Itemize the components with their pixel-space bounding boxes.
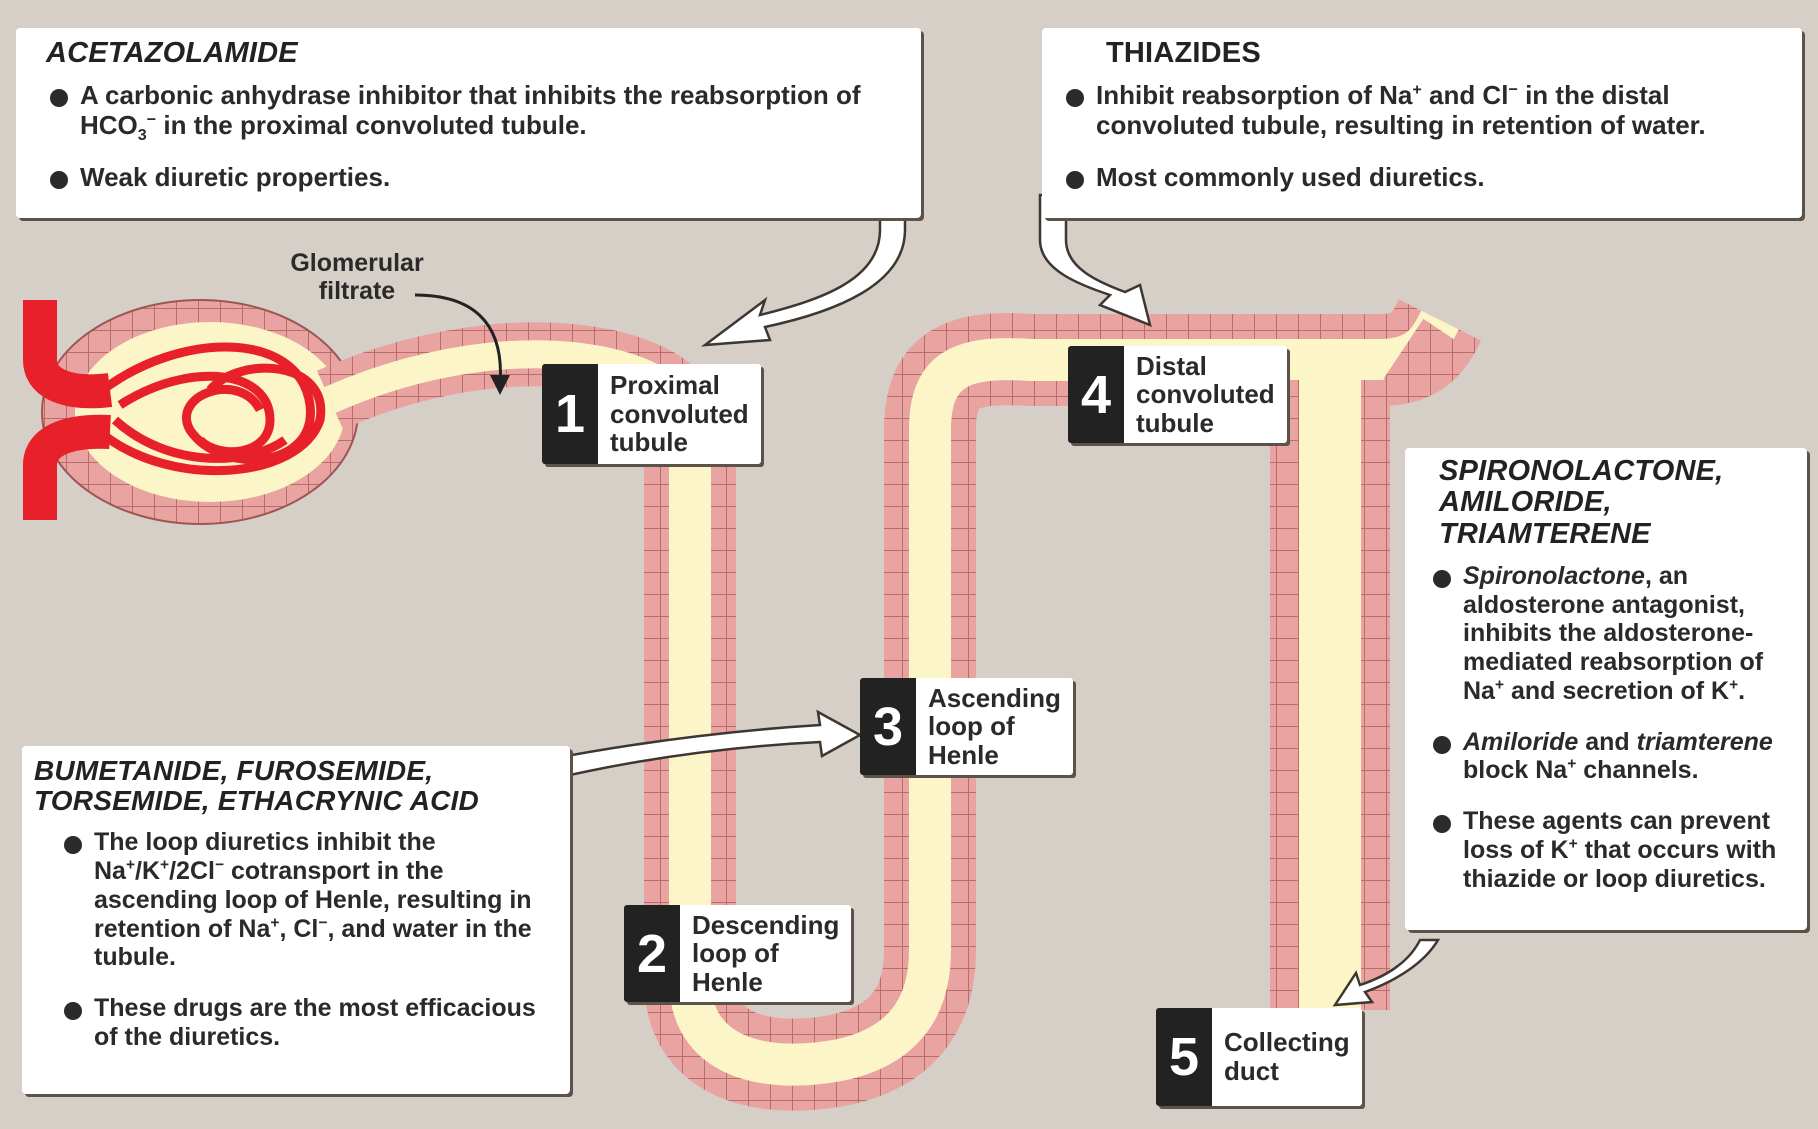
thiazides-bullet-text-2: and Cl xyxy=(1422,80,1509,110)
bullet-dot-icon xyxy=(50,89,68,107)
superscript-minus: − xyxy=(1508,81,1517,99)
segment-number: 1 xyxy=(542,364,598,464)
acetazolamide-bullet-weak: Weak diuretic properties. xyxy=(46,163,901,193)
thiazides-bullet2-text: Most commonly used diuretics. xyxy=(1096,162,1485,192)
spironolactone-bullet-text-2: and secretion of K xyxy=(1504,677,1729,705)
acetazolamide-bullet-mechanism: A carbonic anhydrase inhibitor that inhi… xyxy=(46,81,901,141)
bullet-dot-icon xyxy=(1066,171,1084,189)
superscript-minus: − xyxy=(215,857,224,874)
segment-3-label: 3 Ascending loop of Henle xyxy=(860,678,1073,775)
segment-2-label: 2 Descending loop of Henle xyxy=(624,905,851,1002)
loop-bullet-text-2: /K xyxy=(135,857,160,885)
subscript-3: 3 xyxy=(138,126,147,144)
superscript-minus: − xyxy=(147,111,156,129)
bullet-dot-icon xyxy=(1066,89,1084,107)
spironolactone-bullet-text-3: . xyxy=(1738,677,1745,705)
superscript-plus: + xyxy=(126,857,135,874)
segment-number: 5 xyxy=(1156,1008,1212,1106)
segment-name: Ascending loop of Henle xyxy=(916,680,1073,774)
loop-diuretics-title: BUMETANIDE, FUROSEMIDE, TORSEMIDE, ETHAC… xyxy=(34,756,558,816)
segment-name: Descending loop of Henle xyxy=(680,907,851,1001)
loop-diuretics-bullet-efficacy: These drugs are the most efficacious of … xyxy=(60,994,558,1052)
spironolactone-title: SPIRONOLACTONE, AMILORIDE, TRIAMTERENE xyxy=(1439,456,1797,550)
superscript-plus: + xyxy=(1729,677,1738,694)
bullet-dot-icon xyxy=(64,1002,82,1020)
segment-name: Collecting duct xyxy=(1212,1024,1362,1089)
acetazolamide-callout: ACETAZOLAMIDE A carbonic anhydrase inhib… xyxy=(16,28,921,218)
acetazolamide-bullet2-text: Weak diuretic properties. xyxy=(80,162,390,192)
superscript-plus: + xyxy=(160,857,169,874)
spironolactone-bullet-channels: Amiloride and triamterene block Na+ chan… xyxy=(1429,728,1797,786)
bullet-dot-icon xyxy=(64,836,82,854)
acetazolamide-bullet-text-end: in the proximal convoluted tubule. xyxy=(156,110,586,140)
segment-4-label: 4 Distal convoluted tubule xyxy=(1068,346,1287,443)
segment-1-label: 1 Proximal convoluted tubule xyxy=(542,364,761,464)
thiazides-title: THIAZIDES xyxy=(1106,38,1782,69)
drug-name-italic: Amiloride xyxy=(1463,728,1578,756)
segment-name: Proximal convoluted tubule xyxy=(598,367,761,461)
thiazides-bullet-common: Most commonly used diuretics. xyxy=(1062,163,1782,193)
spironolactone-bullet2-text: block Na xyxy=(1463,756,1567,784)
thiazides-bullet-mechanism: Inhibit reabsorption of Na+ and Cl− in t… xyxy=(1062,81,1782,141)
bullet-dot-icon xyxy=(50,171,68,189)
spironolactone-bullet-prevent: These agents can prevent loss of K+ that… xyxy=(1429,807,1797,893)
acetazolamide-title: ACETAZOLAMIDE xyxy=(46,38,901,69)
drug-name-italic: triamterene xyxy=(1637,728,1773,756)
segment-number: 3 xyxy=(860,678,916,775)
loop-bullet-text-5: , Cl xyxy=(279,915,318,943)
loop-diuretics-bullet-mechanism: The loop diuretics inhibit the Na+/K+/2C… xyxy=(60,828,558,972)
drug-name-italic: Spironolactone xyxy=(1463,562,1645,590)
superscript-plus: + xyxy=(1569,836,1578,853)
conjunction-text: and xyxy=(1578,728,1636,756)
glomerular-filtrate-label: Glomerular filtrate xyxy=(282,250,432,305)
loop-diuretics-callout: BUMETANIDE, FUROSEMIDE, TORSEMIDE, ETHAC… xyxy=(22,746,570,1094)
segment-number: 4 xyxy=(1068,346,1124,443)
superscript-plus: + xyxy=(1495,677,1504,694)
spironolactone-bullet2-text-end: channels. xyxy=(1576,756,1698,784)
bullet-dot-icon xyxy=(1433,815,1451,833)
arrow-acetazolamide xyxy=(705,200,905,345)
spironolactone-bullet-antagonist: Spironolactone, an aldosterone antagonis… xyxy=(1429,562,1797,706)
loop-bullet-text-3: /2Cl xyxy=(169,857,215,885)
segment-name: Distal convoluted tubule xyxy=(1124,348,1287,442)
loop-bullet2-text: These drugs are the most efficacious of … xyxy=(94,994,536,1051)
segment-5-label: 5 Collecting duct xyxy=(1156,1008,1362,1106)
thiazides-bullet-text: Inhibit reabsorption of Na xyxy=(1096,80,1412,110)
bullet-dot-icon xyxy=(1433,736,1451,754)
segment-number: 2 xyxy=(624,905,680,1002)
spironolactone-callout: SPIRONOLACTONE, AMILORIDE, TRIAMTERENE S… xyxy=(1405,448,1807,930)
thiazides-callout: THIAZIDES Inhibit reabsorption of Na+ an… xyxy=(1042,28,1802,218)
superscript-plus: + xyxy=(1567,756,1576,773)
bullet-dot-icon xyxy=(1433,570,1451,588)
superscript-plus: + xyxy=(1412,81,1421,99)
